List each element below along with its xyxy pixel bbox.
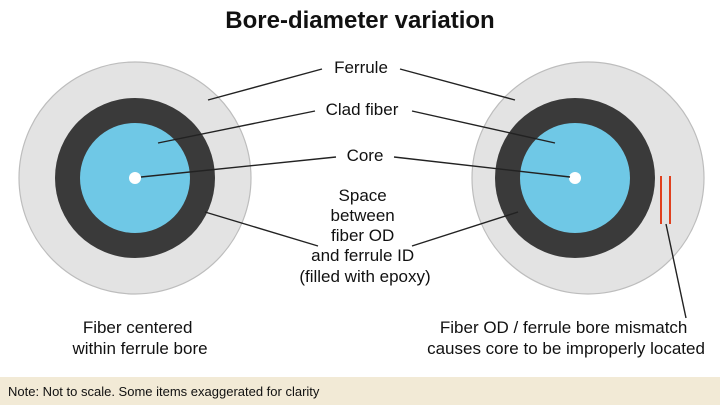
- clad-fiber-leader-right: [411, 110, 556, 144]
- core-leader-right: [393, 156, 571, 178]
- space-label-line: (filled with epoxy): [299, 267, 430, 286]
- diagram-title: Bore-diameter variation: [225, 7, 494, 34]
- clad-fiber-label: Clad fiber: [326, 100, 399, 119]
- ferrule-leader-left: [207, 68, 323, 101]
- centered-caption-line: within ferrule bore: [71, 339, 207, 358]
- scale-note: Note: Not to scale. Some items exaggerat…: [8, 384, 320, 399]
- space-leader-right: [411, 211, 519, 247]
- note-band: [0, 377, 720, 405]
- leader-lines: [140, 68, 687, 319]
- ferrule-label: Ferrule: [334, 58, 388, 77]
- space-label-line: between: [330, 206, 394, 225]
- space-leader-left: [204, 211, 319, 247]
- space-label-line: fiber OD: [331, 226, 394, 245]
- ferrule-leader-right: [399, 68, 516, 101]
- centered-assembly: [18, 61, 252, 295]
- centered-caption: Fiber centered within ferrule bore: [71, 318, 207, 358]
- mismatch-caption: Fiber OD / ferrule bore mismatch causes …: [427, 318, 705, 358]
- mismatch-caption-line: causes core to be improperly located: [427, 339, 705, 358]
- core-right: [569, 172, 581, 184]
- core-left: [129, 172, 141, 184]
- mismatch-leader: [665, 223, 687, 319]
- space-label-line: Space: [339, 186, 387, 205]
- clad-fiber-leader-left: [157, 110, 316, 144]
- core-label: Core: [347, 146, 384, 165]
- space-label-line: and ferrule ID: [311, 246, 414, 265]
- space-label: Space between fiber OD and ferrule ID (f…: [299, 186, 430, 286]
- mismatch-assembly: [471, 61, 705, 295]
- centered-caption-line: Fiber centered: [83, 318, 193, 337]
- mismatch-caption-line: Fiber OD / ferrule bore mismatch: [440, 318, 688, 337]
- core-leader-left: [140, 156, 337, 178]
